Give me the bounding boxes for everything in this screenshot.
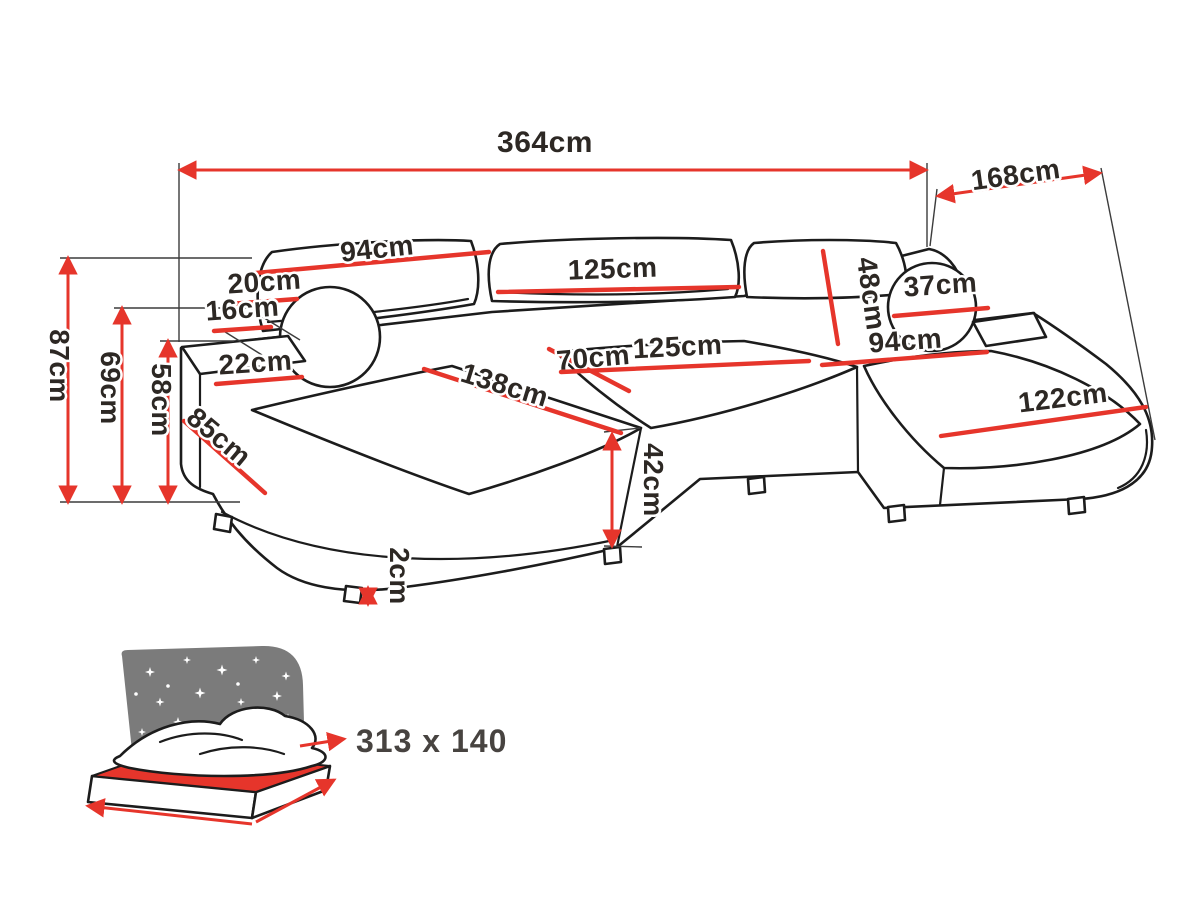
armrest-right-top [971,311,1048,348]
leg [602,545,623,566]
bed-length-arrow [85,798,253,826]
dim-back-right-width-label: 94cm [868,322,944,358]
chaise-right-front-seam [938,466,946,507]
leg [746,475,767,496]
extension-lines [60,163,1156,548]
dim-arm-width-label: 22cm [218,344,294,380]
bed-blanket-fold [198,746,286,756]
armrest-left-top [180,334,307,376]
base-seam-right [1116,428,1148,490]
bed-blanket [112,706,327,778]
dimension-annotations: 364cm 168cm 94cm 20cm 16cm 125cm 48cm [42,124,1149,607]
dim-back-mid-width: 125cm [495,249,742,295]
dim-right-depth: 168cm [935,151,1103,204]
sofa-legs [212,475,1087,605]
bed-blanket-fold [158,732,244,744]
bed-width-arrow [255,778,337,824]
dim-seat-mid-width: 125cm [558,326,812,375]
dim-total-width: 364cm [177,124,929,180]
dim-seat-height: 42cm [602,431,672,549]
leg [886,503,907,524]
dim-seat-mid-width-label: 125cm [632,329,723,365]
sofa-drawing [179,236,1154,605]
dim-arm-height: 69cm [93,305,132,505]
leg [342,584,364,605]
extension-line [239,302,301,341]
dim-total-width-label: 364cm [497,126,593,159]
dim-right-depth-label: 168cm [969,153,1062,196]
extension-line [221,329,263,356]
leg [1066,495,1087,516]
middle-seat-front-edge [855,365,860,473]
dim-total-height-label: 87cm [44,329,75,403]
dim-leg-height-label: 2cm [384,547,415,605]
sleeping-area-size-label: 313 x 140 [356,723,507,759]
chaise-left-cushion [250,364,643,496]
dim-arm-inner-depth-label: 16cm [205,290,281,326]
dim-total-height: 87cm [42,255,78,505]
leg [212,512,234,534]
extension-line [1100,167,1156,441]
bed-size-pointer-arrow [299,731,347,752]
dim-arm-height-label: 69cm [95,351,126,425]
dim-backrest-height: 58cm [144,338,180,505]
dim-bolster-diameter-label: 37cm [903,266,979,302]
extension-line [929,188,938,247]
dim-back-right-width: 94cm [819,320,990,368]
dim-seat-height-label: 42cm [638,443,669,517]
dim-backrest-height-label: 58cm [146,363,177,437]
dim-leg-height: 2cm [358,545,418,607]
sleeping-area-icon: 313 x 140 [85,645,507,826]
extension-line [603,545,643,548]
base-seam-left [220,510,616,561]
dim-arm-width: 22cm [213,342,305,387]
dim-back-mid-width-label: 125cm [567,251,658,285]
